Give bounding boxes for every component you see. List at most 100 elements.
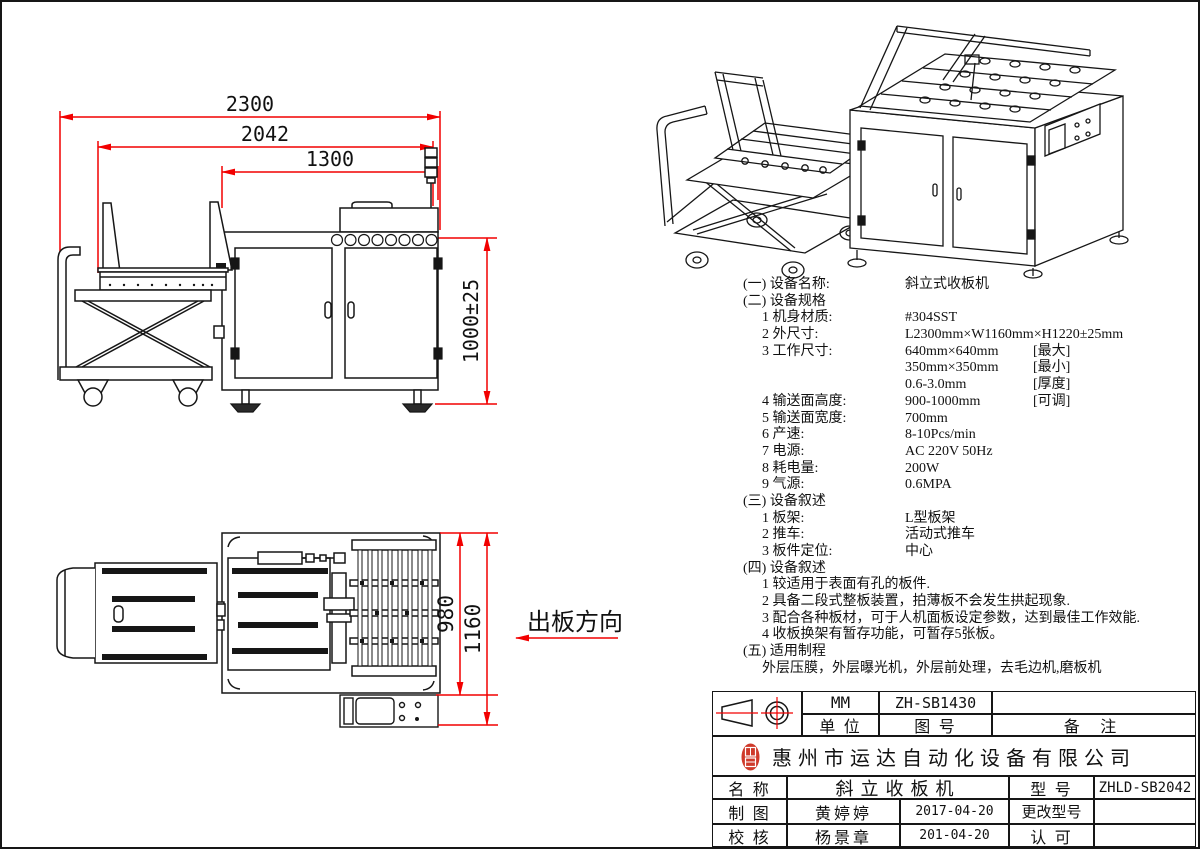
spec-label: 1 板架: [762, 510, 805, 526]
change-model-value-cell [1094, 799, 1196, 824]
machine-details [229, 233, 443, 413]
spec-row: 1 较适用于表面有孔的板件. [743, 577, 1195, 594]
spec-value: 中心 [905, 544, 933, 559]
drawing-number-label: 图 号 [879, 714, 992, 736]
spec-value: 200W [905, 460, 940, 476]
cart-outline [57, 202, 229, 407]
spec-value: 8-10Pcs/min [905, 427, 976, 443]
spec-row: 3 配合各种板材，可于人机面板设定参数，达到最佳工作效能. [743, 611, 1195, 628]
spec-label: 4 输送面高度: [762, 393, 847, 409]
dim-2042-label: 2042 [241, 122, 289, 146]
machine-slat-marks [232, 568, 424, 654]
spec-label: 5 输送面宽度: [762, 410, 847, 426]
spec-value: 0.6-3.0mm [905, 377, 967, 393]
spec-label: (四) 设备叙述 [743, 560, 826, 576]
spec-row: 4 输送面高度: 900-1000mm [可调] [743, 394, 1195, 411]
unit-value: MM [802, 691, 879, 714]
spec-label: 4 收板换架有暂存功能，可暂存5张板。 [762, 627, 1004, 643]
spec-label: 7 电源: [762, 443, 805, 459]
spec-note: [可调] [1033, 393, 1071, 409]
machine-name-value: 斜立收板机 [787, 776, 1009, 799]
spec-label: 2 具备二段式整板装置，拍薄板不会发生拱起现象. [762, 594, 1070, 610]
spec-value: #304SST [905, 310, 958, 326]
model-label: 型 号 [1009, 776, 1094, 799]
spec-row: (三) 设备叙述 [743, 494, 1195, 511]
spec-row: 2 推车: 活动式推车 [743, 527, 1195, 544]
spec-label: 3 配合各种板材，可于人机面板设定参数，达到最佳工作效能. [762, 610, 1140, 626]
cart-top-bars [102, 568, 207, 660]
spec-label: (五) 适用制程 [743, 644, 826, 660]
control-panel-box [339, 694, 439, 728]
iso-cart [656, 71, 882, 279]
dimension-lines [59, 111, 497, 405]
board-exit-direction-label: 出板方向 [527, 609, 623, 636]
spec-row: 2 外尺寸: L2300mm×W1160mm×H1220±25mm [743, 327, 1195, 344]
dim-1300-label: 1300 [306, 147, 354, 171]
spec-row: (一) 设备名称: 斜立式收板机 [743, 277, 1195, 294]
spec-value: L型板架 [905, 510, 956, 526]
spec-label: 1 较适用于表面有孔的板件. [762, 577, 930, 593]
isometric-view-drawing [656, 25, 1129, 279]
dim-1160-label: 1160 [461, 604, 485, 655]
spec-note: [最大] [1033, 343, 1071, 359]
spec-row: 7 电源:AC 220V 50Hz [743, 444, 1195, 461]
remark-value-cell [992, 691, 1196, 714]
spec-row: 0.6-3.0mm [厚度] [743, 377, 1195, 394]
spec-value: 700mm [905, 410, 948, 426]
machine-outline [209, 147, 439, 405]
remark-label: 备 注 [992, 714, 1196, 736]
spec-label: 3 工作尺寸: [762, 343, 833, 359]
spec-label: 2 外尺寸: [762, 327, 819, 343]
company-seal-stamp [741, 743, 760, 771]
spec-value: 0.6MPA [905, 477, 952, 493]
spec-row: (四) 设备叙述 [743, 561, 1195, 578]
name-label: 名 称 [712, 776, 787, 799]
spec-value: 斜立式收板机 [905, 277, 989, 292]
spec-label: 外层压膜，外层曝光机，外层前处理，去毛边机,磨板机 [762, 660, 1102, 676]
spec-row: 3 工作尺寸: 640mm×640mm [最大] [743, 344, 1195, 361]
spec-label: (三) 设备叙述 [743, 493, 826, 509]
side-view-drawing: 2300 2042 1300 1000±25 [57, 92, 497, 413]
spec-row: (二) 设备规格 [743, 294, 1195, 311]
check-date: 201-04-20 [900, 824, 1009, 847]
cart-top-outline [56, 562, 226, 664]
spec-value: 640mm×640mm [905, 343, 999, 359]
spec-list: (一) 设备名称:斜立式收板机 (二) 设备规格 1 机身材质:#304SST … [743, 277, 1195, 678]
spec-label: (二) 设备规格 [743, 293, 826, 309]
title-block: MM 单 位 ZH-SB1430 图 号 备 注 惠州市运达自动化设备有限公司 … [712, 691, 1196, 847]
first-angle-projection-icon [716, 697, 793, 729]
projection-symbol-cell [712, 691, 802, 736]
approve-value-cell [1094, 824, 1196, 847]
spec-row: 1 机身材质: #304SST [743, 310, 1195, 327]
spec-label: 2 推车: [762, 527, 805, 543]
spec-label: 9 气源: [762, 477, 805, 493]
change-model-label: 更改型号 [1009, 799, 1094, 824]
drawn-by-value: 黄婷婷 [787, 799, 900, 824]
drawn-by-label: 制 图 [712, 799, 787, 824]
machine-slats [357, 549, 433, 667]
unit-label: 单 位 [802, 714, 879, 736]
spec-value: 350mm×350mm [905, 360, 999, 376]
spec-value: 活动式推车 [905, 527, 975, 543]
spec-row: 5 输送面宽度: 700mm [743, 411, 1195, 428]
spec-label: 8 耗电量: [762, 460, 819, 476]
spec-row: 3 板件定位:中心 [743, 544, 1195, 561]
spec-row: 2 具备二段式整板装置，拍薄板不会发生拱起现象. [743, 594, 1195, 611]
dim-980-label: 980 [434, 595, 458, 633]
spec-label: (一) 设备名称: [743, 277, 830, 292]
spec-value: 900-1000mm [905, 393, 981, 409]
spec-note: [厚度] [1033, 377, 1071, 393]
spec-label: 1 机身材质: [762, 310, 833, 326]
spec-value: L2300mm×W1160mm×H1220±25mm [905, 327, 1124, 343]
spec-label: 6 产速: [762, 427, 805, 443]
spec-row: 350mm×350mm[最小] [743, 360, 1195, 377]
dim-1000-label: 1000±25 [459, 279, 483, 363]
company-name-cell: 惠州市运达自动化设备有限公司 [712, 736, 1196, 776]
spec-row: 8 耗电量: 200W [743, 461, 1195, 478]
approve-label: 认 可 [1009, 824, 1094, 847]
top-view-drawing: 980 1160 出板方向 [56, 532, 623, 728]
check-label: 校 核 [712, 824, 787, 847]
spec-row: 1 板架: L型板架 [743, 511, 1195, 528]
spec-row: 9 气源: 0.6MPA [743, 477, 1195, 494]
